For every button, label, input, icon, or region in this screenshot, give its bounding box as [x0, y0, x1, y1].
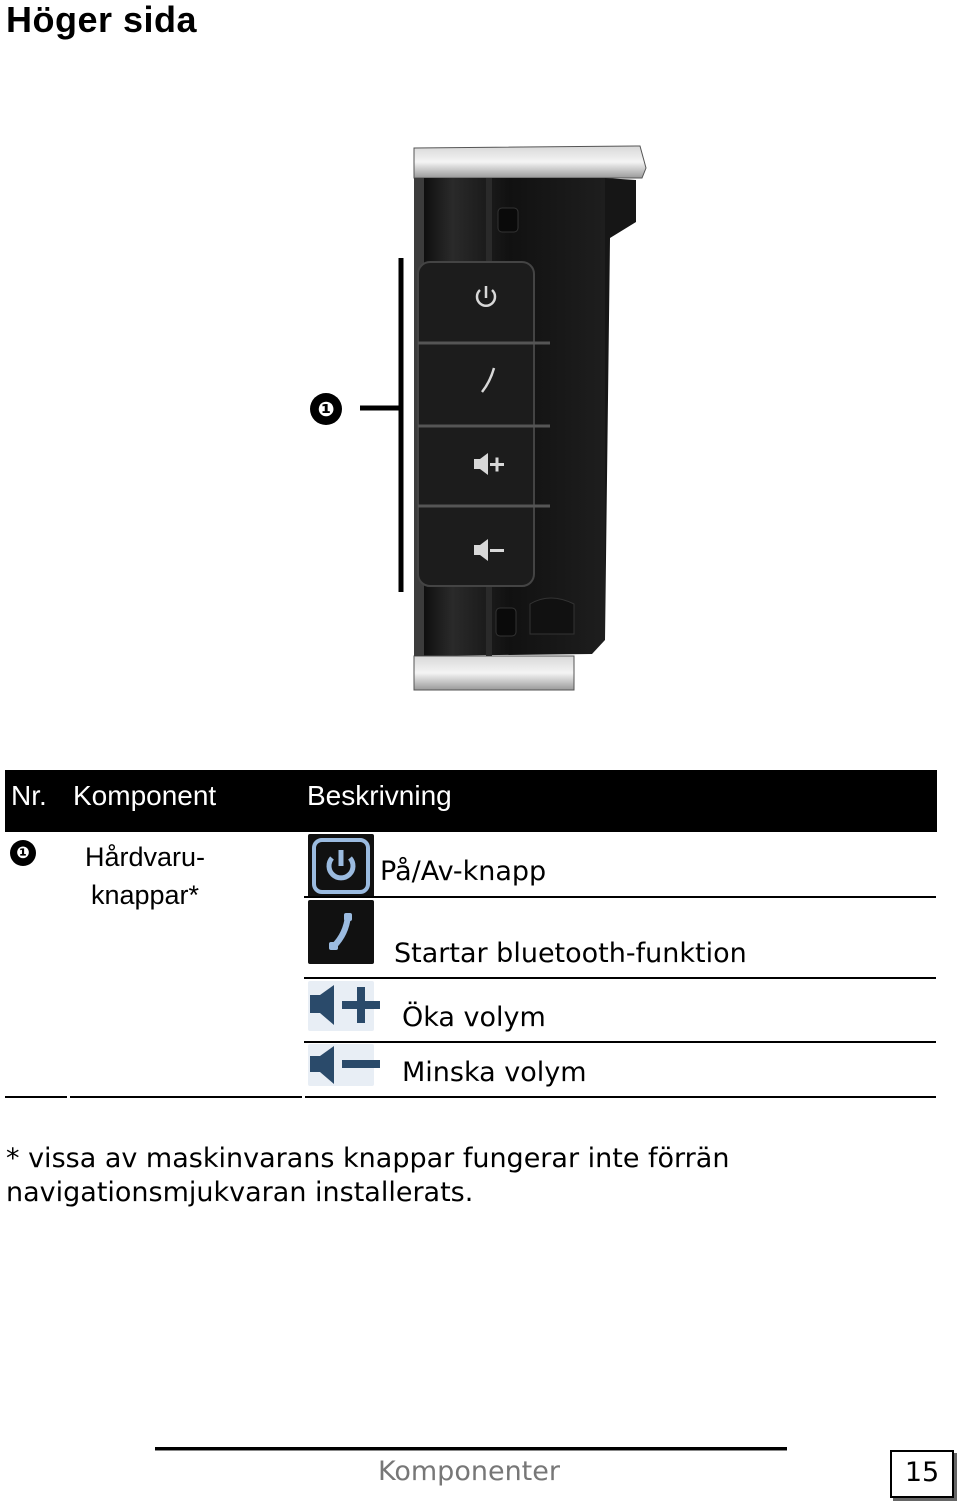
power-icon [308, 834, 374, 898]
item-description: Minska volym [402, 1057, 587, 1088]
footnote: * vissa av maskinvarans knappar fungerar… [6, 1143, 730, 1208]
phone-icon [308, 900, 374, 964]
footer-rule [155, 1447, 787, 1451]
header-nr: Nr. [11, 780, 47, 811]
item-description: På/Av-knapp [380, 856, 547, 887]
component-label: Hårdvaru- knappar* [84, 842, 206, 910]
row-divider [304, 1041, 936, 1043]
device-side-illustration [360, 145, 647, 691]
volume-up-icon [308, 981, 380, 1031]
row-number: ❶ [10, 840, 36, 866]
row-divider [304, 977, 936, 979]
header-component: Komponent [73, 780, 217, 811]
footer-section: Komponenter [378, 1456, 560, 1487]
table-header: Nr. Komponent Beskrivning [5, 770, 937, 832]
table-bottom-line [305, 1096, 936, 1098]
page-number: 15 [890, 1450, 954, 1498]
table-bottom-line [70, 1096, 302, 1098]
item-description: Öka volym [402, 1002, 546, 1033]
table-bottom-line [5, 1096, 67, 1098]
item-description: Startar bluetooth-funktion [394, 938, 747, 969]
header-description: Beskrivning [307, 780, 452, 811]
volume-down-icon [308, 1044, 380, 1086]
row-divider [304, 896, 936, 898]
page-title: Höger sida [6, 0, 198, 40]
callout-number: ❶ [310, 393, 342, 425]
